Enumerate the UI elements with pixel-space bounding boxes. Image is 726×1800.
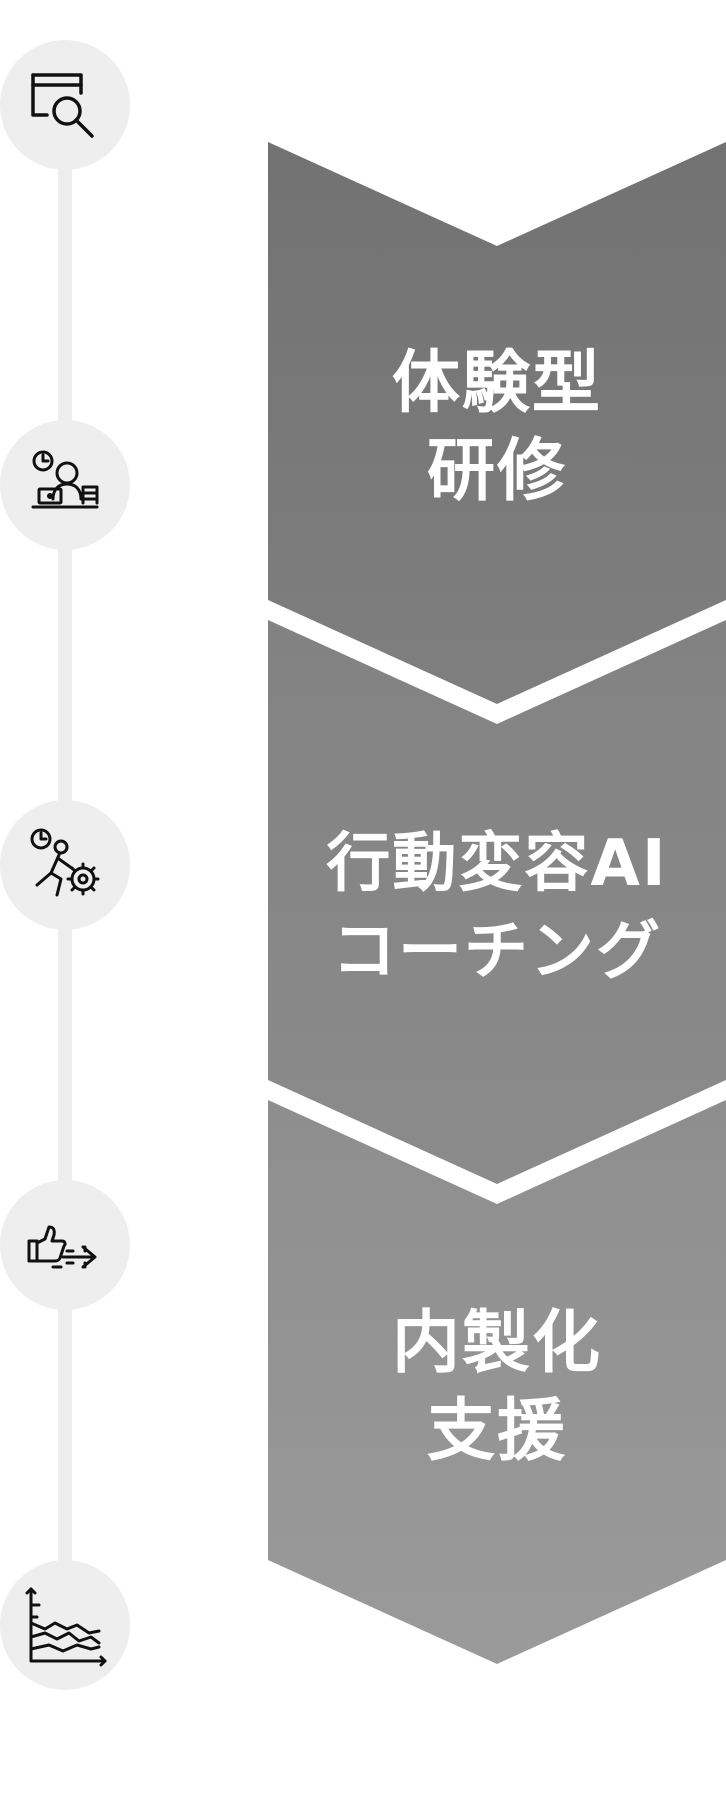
chevron-1-label-line-2: 研修 bbox=[426, 432, 567, 511]
chevron-3-label-line-1: 内製化 bbox=[391, 1304, 602, 1383]
step-3-icon-circle bbox=[0, 800, 130, 930]
chevron-1 bbox=[268, 142, 726, 704]
chevron-3-label: 内製化 支援 bbox=[268, 1300, 726, 1476]
chevron-1-label: 体験型 研修 bbox=[268, 340, 726, 516]
chevron-2-label-line-1: 行動変容AI bbox=[326, 827, 668, 901]
chevron-1-label-line-1: 体験型 bbox=[391, 344, 602, 423]
chevron-2-label: 行動変容AI コーチング bbox=[268, 820, 726, 996]
thumbs-up-arrow-icon bbox=[27, 1225, 97, 1269]
chevron-2-label-line-2: コーチング bbox=[332, 915, 662, 989]
person-laptop-clock-icon bbox=[31, 450, 99, 509]
area-chart-icon bbox=[25, 1587, 107, 1667]
chevron-3 bbox=[268, 1100, 726, 1664]
step-2-icon-circle bbox=[0, 420, 130, 550]
chevron-2 bbox=[268, 620, 726, 1184]
chevron-3-label-line-2: 支援 bbox=[426, 1392, 567, 1471]
step-4-icon-circle bbox=[0, 1180, 130, 1310]
step-5-icon-circle bbox=[0, 1560, 130, 1690]
person-pushing-gear-icon bbox=[30, 828, 100, 897]
step-1-icon-circle bbox=[0, 40, 130, 170]
search-window-icon bbox=[31, 73, 94, 138]
